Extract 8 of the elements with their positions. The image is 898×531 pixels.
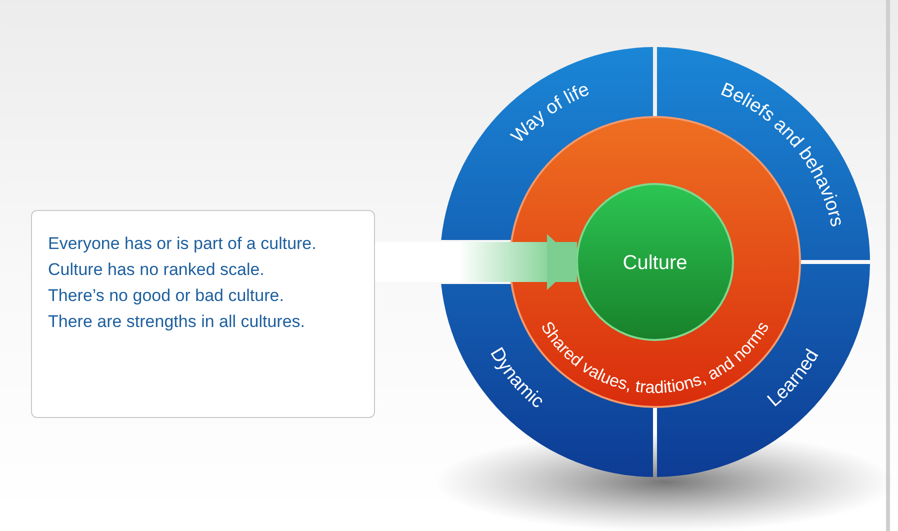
- ring-segment: [441, 47, 653, 240]
- text-box: [31, 210, 375, 418]
- statement-text: Everyone has or is part of a culture.: [48, 233, 318, 255]
- center-label: Culture: [622, 252, 688, 274]
- statement-text: There’s no good or bad culture.: [48, 285, 285, 307]
- block-arrow: [375, 234, 577, 290]
- statement-text: Culture has no ranked scale.: [48, 259, 266, 281]
- statement-text: There are strengths in all cultures.: [48, 311, 306, 333]
